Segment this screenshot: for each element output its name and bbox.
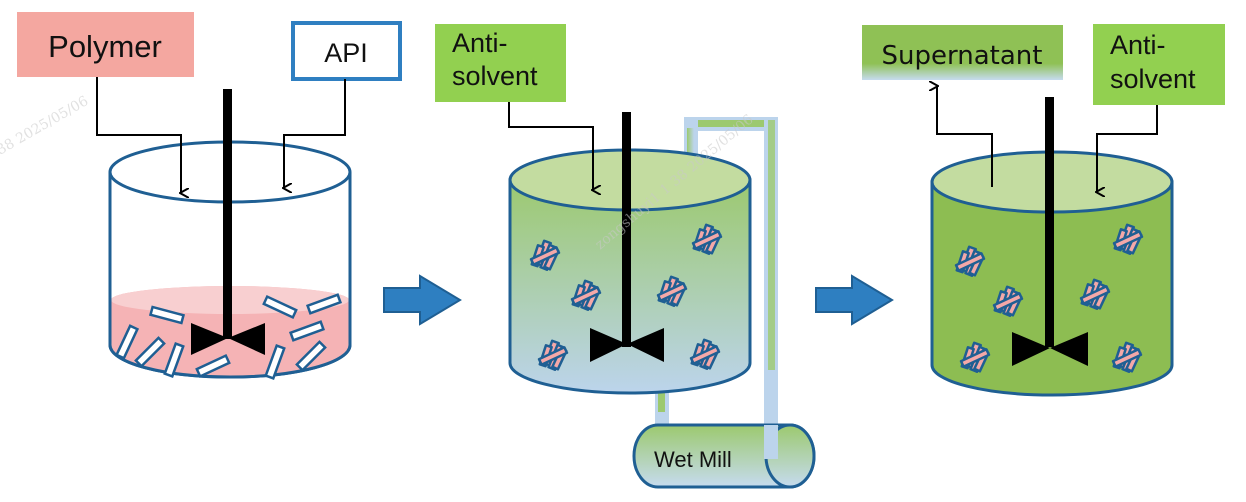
api-box (291, 21, 402, 81)
agitator-3-impeller (1012, 332, 1088, 366)
api-label: API (324, 38, 368, 68)
antisolvent-box-1 (435, 24, 566, 102)
wet-mill-label: Wet Mill (654, 447, 732, 472)
needle-particles (114, 293, 343, 381)
api-feed-arrow (284, 79, 346, 188)
agitator-2-shaft (622, 112, 631, 347)
stage-2-precipitation: Anti- solvent (435, 24, 816, 489)
antisolvent-2-line1: Anti- (1110, 30, 1166, 60)
supernatant-outlet-arrow (937, 86, 993, 187)
stage-3-washing: Supernatant Anti- solvent (862, 24, 1225, 397)
process-arrow-1 (383, 274, 462, 326)
polymer-label: Polymer (48, 29, 162, 64)
polymer-box (17, 12, 194, 77)
supernatant-label: Supernatant (882, 41, 1043, 71)
antisolvent-1-line1: Anti- (452, 28, 508, 58)
antisolvent-2-line2: solvent (1110, 64, 1196, 94)
agitator-2-impeller (590, 328, 664, 362)
agitator-1-impeller (191, 323, 265, 355)
supernatant-box (862, 25, 1063, 80)
antisolvent-1-line2: solvent (452, 61, 538, 91)
process-arrow-2 (815, 274, 894, 326)
recirculation-pipe (655, 117, 778, 462)
agitator-1-shaft (223, 89, 232, 339)
watermark-1: 38 2025/05/06 (0, 93, 91, 158)
wet-mill: Wet Mill (632, 423, 816, 489)
stage-1-dissolution: Polymer API (17, 12, 402, 381)
antisolvent-1-feed-arrow (508, 102, 593, 190)
agitator-3-shaft (1045, 97, 1054, 347)
polymer-feed-arrow (96, 77, 181, 193)
antisolvent-box-2 (1093, 24, 1225, 105)
antisolvent-2-feed-arrow (1097, 105, 1158, 192)
